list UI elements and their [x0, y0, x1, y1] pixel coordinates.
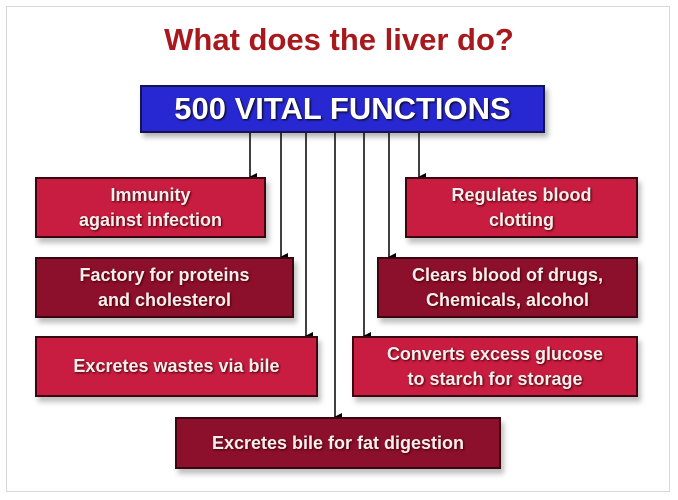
slide-title: What does the liver do?	[164, 22, 514, 57]
box-wastes: Excretes wastes via bile	[35, 336, 318, 397]
box-regulates: Regulates blood clotting	[405, 177, 638, 238]
slide-frame	[6, 6, 670, 492]
box-bile: Excretes bile for fat digestion	[175, 417, 501, 469]
clears-line1: Clears blood of drugs,	[411, 264, 603, 285]
immunity-line2: against infection	[78, 209, 222, 230]
box-immunity: Immunity against infection	[35, 177, 266, 238]
factory-line2: and cholesterol	[97, 289, 232, 310]
bile-line1: Excretes bile for fat digestion	[211, 432, 465, 453]
box-factory: Factory for proteins and cholesterol	[35, 257, 294, 318]
regulates-line2: clotting	[488, 209, 554, 230]
regulates-line1: Regulates blood	[451, 184, 592, 205]
box-clears: Clears blood of drugs, Chemicals, alcohol	[377, 257, 638, 318]
header-box: 500 VITAL FUNCTIONS	[140, 85, 545, 133]
immunity-line1: Immunity	[110, 184, 191, 205]
clears-line2: Chemicals, alcohol	[425, 289, 590, 310]
box-converts: Converts excess glucose to starch for sto…	[352, 336, 638, 397]
converts-line2: to starch for storage	[407, 368, 583, 389]
wastes-line1: Excretes wastes via bile	[73, 356, 280, 376]
factory-line1: Factory for proteins	[79, 264, 250, 285]
converts-line1: Converts excess glucose	[386, 343, 604, 364]
